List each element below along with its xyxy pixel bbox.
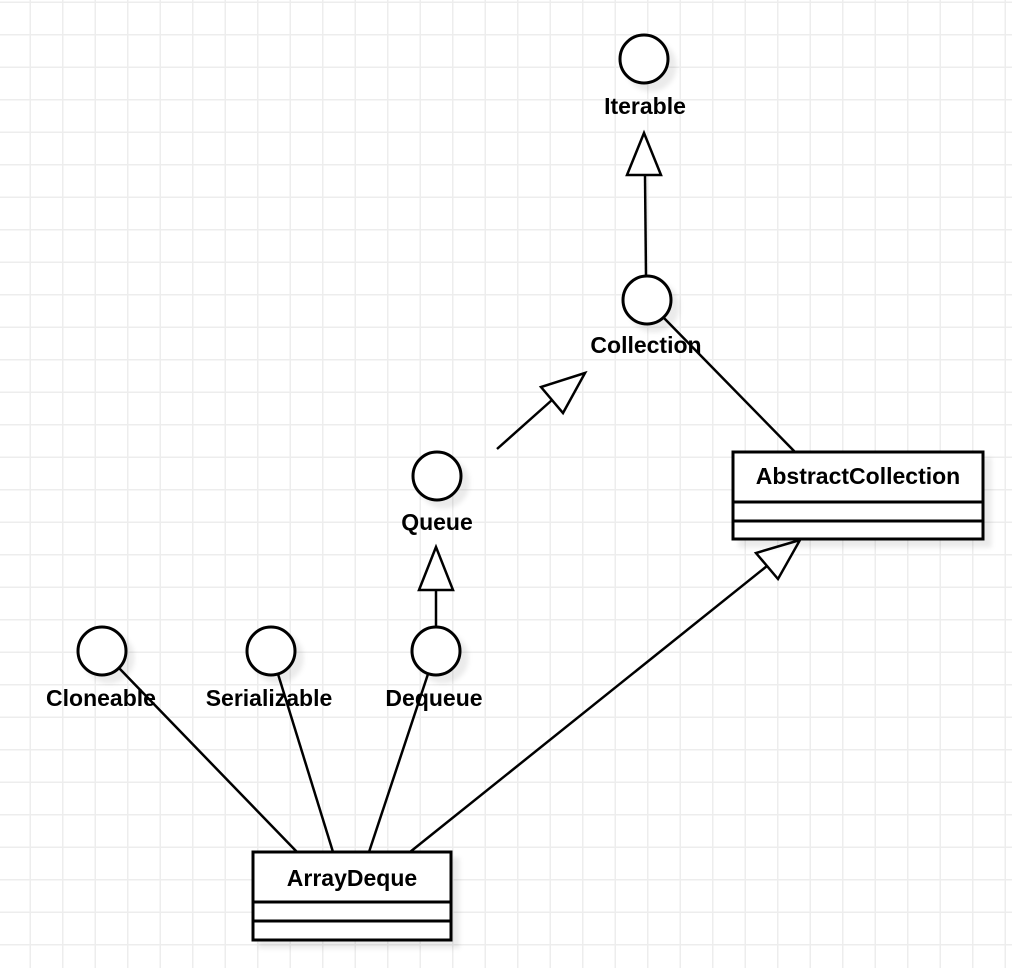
edge-line[interactable] (643, 174, 648, 278)
edge-line[interactable] (496, 399, 553, 450)
interface-circle-icon[interactable] (621, 274, 673, 326)
node-class-arraydeque[interactable]: ArrayDeque (251, 850, 453, 942)
edge-abstractcollection-to-collection[interactable] (662, 316, 796, 453)
class-box[interactable] (731, 450, 985, 541)
interface-label: Dequeue (385, 685, 482, 711)
edge-arraydeque-to-dequeue[interactable] (367, 673, 430, 853)
generalization-arrowhead-icon[interactable] (417, 543, 455, 592)
interface-circle-icon[interactable] (410, 625, 462, 677)
edge-arraydeque-to-cloneable[interactable] (118, 667, 298, 853)
node-interface-serializable[interactable]: Serializable (206, 625, 333, 711)
node-interface-collection[interactable]: Collection (590, 274, 702, 358)
generalization-arrowhead-icon[interactable] (753, 537, 803, 582)
edge-dequeue-to-queue[interactable] (417, 543, 455, 628)
class-title: ArrayDeque (287, 865, 417, 891)
edge-arraydeque-to-abstractcollection[interactable] (409, 537, 803, 853)
class-title: AbstractCollection (756, 463, 960, 489)
interface-label: Queue (401, 509, 473, 535)
edge-arraydeque-to-serializable[interactable] (276, 673, 335, 853)
interface-label: Iterable (604, 93, 686, 119)
interface-circle-icon[interactable] (411, 450, 463, 502)
node-class-abstractcollection[interactable]: AbstractCollection (731, 450, 985, 541)
interface-circle-icon[interactable] (245, 625, 297, 677)
edge-line[interactable] (409, 565, 768, 853)
interface-label: Collection (590, 332, 701, 358)
interface-circle-icon[interactable] (618, 33, 670, 85)
edge-queue-to-collection[interactable] (496, 370, 588, 450)
interface-label: Cloneable (46, 685, 156, 711)
interface-circle-icon[interactable] (76, 625, 128, 677)
generalization-arrowhead-icon[interactable] (538, 370, 588, 416)
edge-line[interactable] (276, 673, 335, 853)
node-interface-dequeue[interactable]: Dequeue (385, 625, 483, 711)
edge-line[interactable] (118, 667, 298, 853)
node-interface-iterable[interactable]: Iterable (604, 33, 686, 119)
interface-label: Serializable (206, 685, 333, 711)
node-interface-cloneable[interactable]: Cloneable (46, 625, 156, 711)
generalization-arrowhead-icon[interactable] (625, 129, 663, 177)
edge-collection-to-iterable[interactable] (625, 129, 663, 278)
edge-line[interactable] (662, 316, 796, 453)
node-interface-queue[interactable]: Queue (401, 450, 473, 535)
class-box[interactable] (251, 850, 453, 942)
edge-line[interactable] (367, 673, 430, 853)
